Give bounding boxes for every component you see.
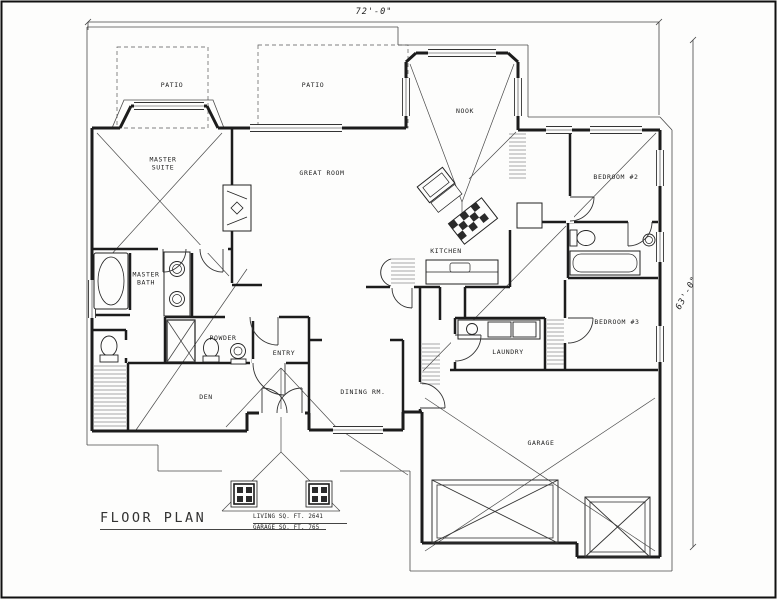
windows [88, 49, 664, 434]
powder-toilet [202, 338, 220, 363]
fireplace [222, 184, 252, 232]
room-label-den: DEN [199, 392, 213, 401]
room-label-kitchen: KITCHEN [430, 246, 462, 255]
room-label-garage: GARAGE [527, 438, 555, 447]
room-label-bedroom-3: BEDROOM #3 [594, 317, 640, 326]
room-label-patio-right: PATIO [301, 80, 325, 89]
master-tub [93, 252, 129, 310]
dimension-width-label: 72'-0" [355, 7, 393, 17]
room-label-laundry: LAUNDRY [492, 347, 524, 356]
dimension-lines [84, 18, 697, 551]
master-vanity-sinks [163, 251, 191, 317]
linen-closet [166, 319, 196, 363]
kitchen-counter [425, 259, 499, 285]
powder-door [249, 316, 279, 346]
master-bath-double-door [162, 248, 224, 273]
garage-entry-door [419, 382, 446, 409]
refrigerator [516, 202, 543, 229]
garage-sqft-note: GARAGE SQ. FT. 765 [253, 524, 320, 531]
garage-double-door [431, 479, 559, 544]
den-door [252, 362, 286, 396]
fixtures [93, 166, 656, 365]
range-counter [416, 166, 463, 213]
room-label-master-bath: MASTER BATH [132, 270, 160, 287]
master-toilet [99, 335, 119, 363]
bedroom3-door [567, 317, 594, 344]
pantry-curve [380, 258, 392, 287]
room-label-great-room: GREAT ROOM [299, 168, 345, 177]
room-label-entry: ENTRY [272, 348, 296, 357]
room-label-nook: NOOK [455, 106, 475, 115]
powder-sink [230, 343, 247, 365]
kitchen-island [447, 197, 499, 245]
porch-column-right [305, 480, 333, 508]
title-block: FLOOR PLAN [100, 510, 326, 530]
room-label-master-suite: MASTER SUITE [149, 155, 177, 172]
room-label-bedroom-2: BEDROOM #2 [593, 172, 639, 181]
roof-outline [86, 26, 673, 572]
laundry-machines [457, 319, 541, 340]
pantry-door [391, 287, 413, 309]
laundry-door [454, 334, 482, 362]
garage-single-door [584, 496, 651, 558]
doors [162, 196, 653, 414]
plan-title: FLOOR PLAN [100, 510, 326, 530]
living-sqft-note: LIVING SQ. FT. 2641 [253, 513, 347, 524]
room-label-powder: POWDER [209, 333, 237, 342]
room-label-dining-room: DINING RM. [340, 387, 386, 396]
porch-column-left [230, 480, 258, 508]
linen-closet-x [166, 319, 196, 363]
door-gaps [160, 196, 574, 417]
garage-doors [431, 479, 651, 558]
room-label-patio-left: PATIO [160, 80, 184, 89]
bath2-door [627, 221, 653, 247]
square-footage-notes: LIVING SQ. FT. 2641 GARAGE SQ. FT. 765 [253, 513, 347, 532]
porch-columns [230, 480, 333, 508]
bath2-fixtures [569, 229, 656, 276]
bedroom2-door [569, 196, 595, 222]
